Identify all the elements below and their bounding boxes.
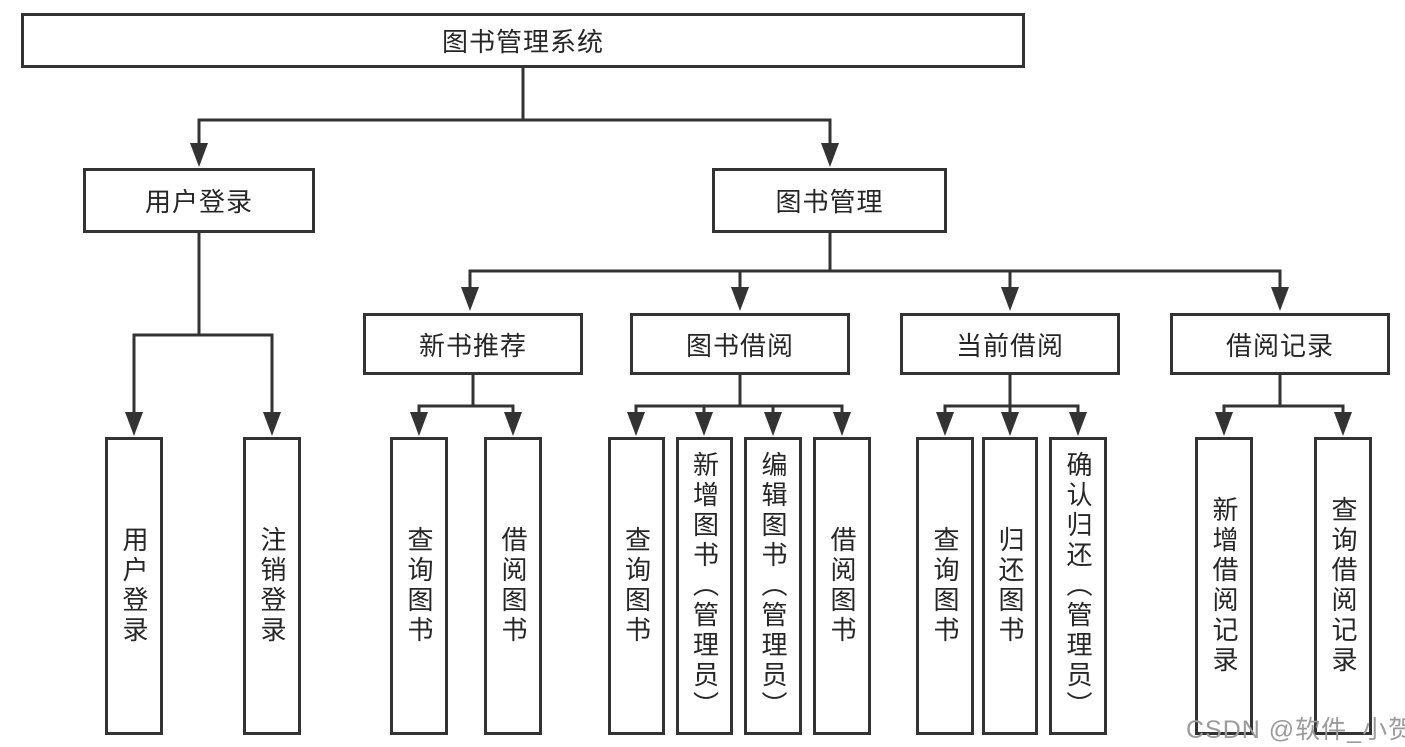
node-borrow-records: 借阅记录 bbox=[1170, 313, 1390, 375]
node-user-login: 用户登录 bbox=[83, 168, 315, 233]
leaf-add-borrow-record: 新增借阅记录 bbox=[1195, 437, 1253, 735]
node-current-borrow: 当前借阅 bbox=[900, 313, 1120, 375]
node-new-book-recommend: 新书推荐 bbox=[363, 313, 583, 375]
leaf-borrow-books: 借阅图书 bbox=[484, 437, 542, 735]
leaf-query-books: 查询图书 bbox=[608, 437, 665, 735]
leaf-query-borrow-record: 查询借阅记录 bbox=[1314, 437, 1372, 735]
node-book-borrow: 图书借阅 bbox=[630, 313, 850, 375]
leaf-query-books: 查询图书 bbox=[390, 437, 448, 735]
leaf-edit-books-admin: 编辑图书（管理员） bbox=[744, 437, 802, 735]
csdn-watermark: CSDN @软件_小贺同学 bbox=[1186, 716, 1405, 744]
leaf-user-login: 用户登录 bbox=[105, 437, 163, 735]
node-book-management: 图书管理 bbox=[712, 168, 947, 233]
leaf-query-books: 查询图书 bbox=[916, 437, 974, 735]
leaf-add-books-admin: 新增图书（管理员） bbox=[676, 437, 733, 735]
leaf-logout: 注销登录 bbox=[243, 437, 301, 735]
leaf-confirm-return-admin: 确认归还（管理员） bbox=[1049, 437, 1107, 735]
arrowheads bbox=[125, 143, 1352, 436]
leaf-return-books: 归还图书 bbox=[982, 437, 1038, 735]
node-library-management-system: 图书管理系统 bbox=[21, 13, 1025, 68]
leaf-borrow-books: 借阅图书 bbox=[813, 437, 871, 735]
